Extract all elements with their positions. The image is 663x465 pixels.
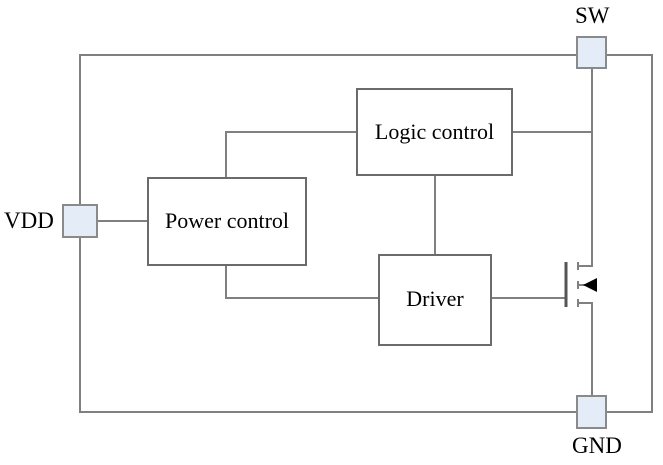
wire-outer-right-rail — [605, 54, 653, 413]
wire-sw-to-mosfet-drain — [577, 67, 593, 267]
wire-group-internal — [96, 67, 593, 397]
pad-sw[interactable] — [576, 36, 607, 69]
wire-power-control-to-logic-control — [225, 131, 358, 179]
pad-label-sw: SW — [575, 3, 610, 28]
wire-group-rails — [79, 54, 653, 413]
pad-vdd[interactable] — [62, 204, 98, 238]
nmos-transistor-icon — [564, 262, 597, 307]
pad-label-vdd: VDD — [4, 208, 54, 233]
pad-gnd[interactable] — [576, 395, 607, 429]
wire-power-control-to-driver — [225, 264, 380, 299]
block-power-control[interactable] — [147, 177, 307, 266]
pad-label-gnd: GND — [572, 433, 622, 458]
mosfet-body-arrow-icon — [583, 278, 597, 292]
wire-mosfet-source-to-gnd — [577, 302, 593, 397]
block-driver[interactable] — [378, 254, 492, 346]
block-logic-control[interactable] — [356, 88, 513, 176]
